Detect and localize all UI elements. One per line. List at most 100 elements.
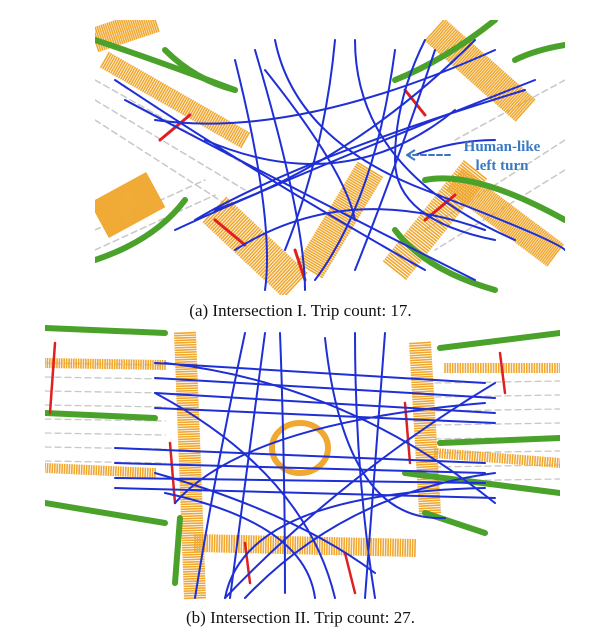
crosswalk-stripe — [135, 72, 147, 89]
crosswalk-stripe — [147, 20, 154, 35]
crosswalk-stripe — [418, 509, 441, 513]
crosswalk-stripe — [191, 104, 203, 121]
crosswalk-stripe — [117, 187, 138, 223]
curb-edge — [422, 510, 488, 536]
crosswalk-stripe — [385, 256, 411, 276]
trajectory-path — [114, 79, 426, 271]
crosswalk-stripe — [124, 183, 145, 220]
crosswalk-stripe — [435, 28, 458, 52]
crosswalk-stripe — [125, 20, 134, 41]
crosswalk-stripe — [508, 453, 512, 465]
crosswalk-stripe — [182, 548, 205, 552]
trajectory-path — [214, 39, 476, 211]
crosswalk-stripe — [176, 404, 199, 407]
crosswalk-stripe — [411, 390, 434, 394]
lane-marking — [403, 88, 427, 117]
road-lane-line — [45, 390, 166, 394]
crosswalk-stripe — [409, 351, 432, 355]
crosswalk-stripe — [551, 457, 554, 468]
crosswalk-stripe — [125, 66, 137, 84]
crosswalk-stripe — [525, 228, 545, 252]
crosswalk-stripe — [211, 205, 237, 232]
crosswalk-stripe — [538, 456, 542, 467]
crosswalk-stripe — [528, 455, 532, 466]
crosswalk-stripe — [413, 414, 436, 418]
crosswalk-stripe — [181, 529, 204, 532]
curb-edge — [392, 227, 498, 293]
crosswalk-stripe — [189, 103, 201, 120]
crosswalk-stripe — [178, 454, 201, 458]
road-lane-line — [45, 460, 166, 464]
crosswalk-stripe — [546, 456, 549, 468]
roundabout-island — [269, 420, 331, 476]
crosswalk-stripe — [416, 465, 439, 469]
crosswalk-stripe — [432, 198, 457, 218]
crosswalk-stripe — [178, 447, 201, 450]
crosswalk-stripe — [463, 53, 485, 77]
crosswalk-stripe — [250, 241, 276, 269]
crosswalk-stripe — [183, 584, 206, 588]
crosswalk-stripe — [115, 60, 127, 78]
crosswalk-stripe — [409, 348, 432, 352]
crosswalk-stripe — [417, 482, 440, 486]
crosswalk-stripe — [499, 85, 521, 109]
crosswalk-stripe — [137, 73, 149, 90]
crosswalk-stripe — [128, 181, 149, 217]
crosswalk-stripe — [277, 266, 303, 294]
trajectory-path — [174, 402, 486, 504]
crosswalk-stripe — [183, 572, 206, 576]
crosswalk-stripe — [412, 397, 435, 401]
crosswalk-stripe — [403, 234, 429, 254]
crosswalk-stripe — [470, 187, 490, 211]
crosswalk-stripe — [230, 223, 256, 250]
crosswalk-stripe — [427, 21, 449, 45]
crosswalk-stripe — [473, 451, 477, 462]
crosswalk-stripe — [95, 209, 111, 238]
crosswalk-stripe — [114, 188, 136, 225]
crosswalk-stripe — [535, 235, 555, 260]
crosswalk-stripe — [518, 454, 522, 465]
crosswalk-stripe — [180, 510, 203, 513]
crosswalk-stripe — [180, 502, 203, 506]
crosswalk-stripe — [347, 177, 374, 195]
crosswalk-stripe — [335, 197, 362, 215]
crosswalk-stripe — [125, 182, 147, 219]
crosswalk-stripe — [207, 113, 219, 130]
trajectory-path — [314, 49, 396, 281]
crosswalk-stripe — [106, 193, 127, 229]
crosswalk-stripe — [498, 453, 502, 464]
trajectory-path — [114, 462, 486, 474]
crosswalk-stripe — [123, 65, 135, 82]
crosswalk-stripe — [416, 462, 439, 466]
crosswalk-stripe — [129, 68, 141, 86]
crosswalk-stripe — [95, 37, 100, 53]
crosswalk-stripe — [466, 450, 469, 461]
crosswalk-stripe — [502, 210, 521, 235]
trajectory-path — [154, 407, 496, 424]
crosswalk-stripe — [177, 435, 200, 438]
crosswalk-stripe — [451, 449, 454, 460]
crosswalk-stripe — [141, 173, 163, 210]
crosswalk-stripe — [515, 220, 535, 245]
crosswalk-stripe — [506, 453, 509, 464]
crosswalk-stripe — [414, 438, 437, 442]
crosswalk-stripe — [418, 504, 441, 508]
crosswalk-stripe — [333, 199, 361, 217]
crosswalk-stripe — [177, 437, 201, 441]
crosswalk-stripe — [223, 122, 235, 140]
trajectory-path — [234, 208, 486, 251]
crosswalk-stripe — [179, 490, 203, 494]
crosswalk-stripe — [411, 382, 434, 386]
crosswalk-stripe — [548, 457, 552, 468]
crosswalk-stripe — [173, 94, 185, 111]
crosswalk-stripe — [175, 360, 198, 364]
crosswalk-stripe — [469, 185, 488, 210]
crosswalk-stripe — [485, 198, 505, 222]
crosswalk-stripe — [182, 555, 205, 559]
crosswalk-stripe — [129, 180, 151, 217]
crosswalk-stripe — [470, 58, 492, 83]
crosswalk-stripe — [229, 221, 255, 249]
crosswalk-stripe — [136, 20, 144, 38]
road-lane-line — [45, 376, 166, 380]
crosswalk-stripe — [530, 232, 550, 256]
